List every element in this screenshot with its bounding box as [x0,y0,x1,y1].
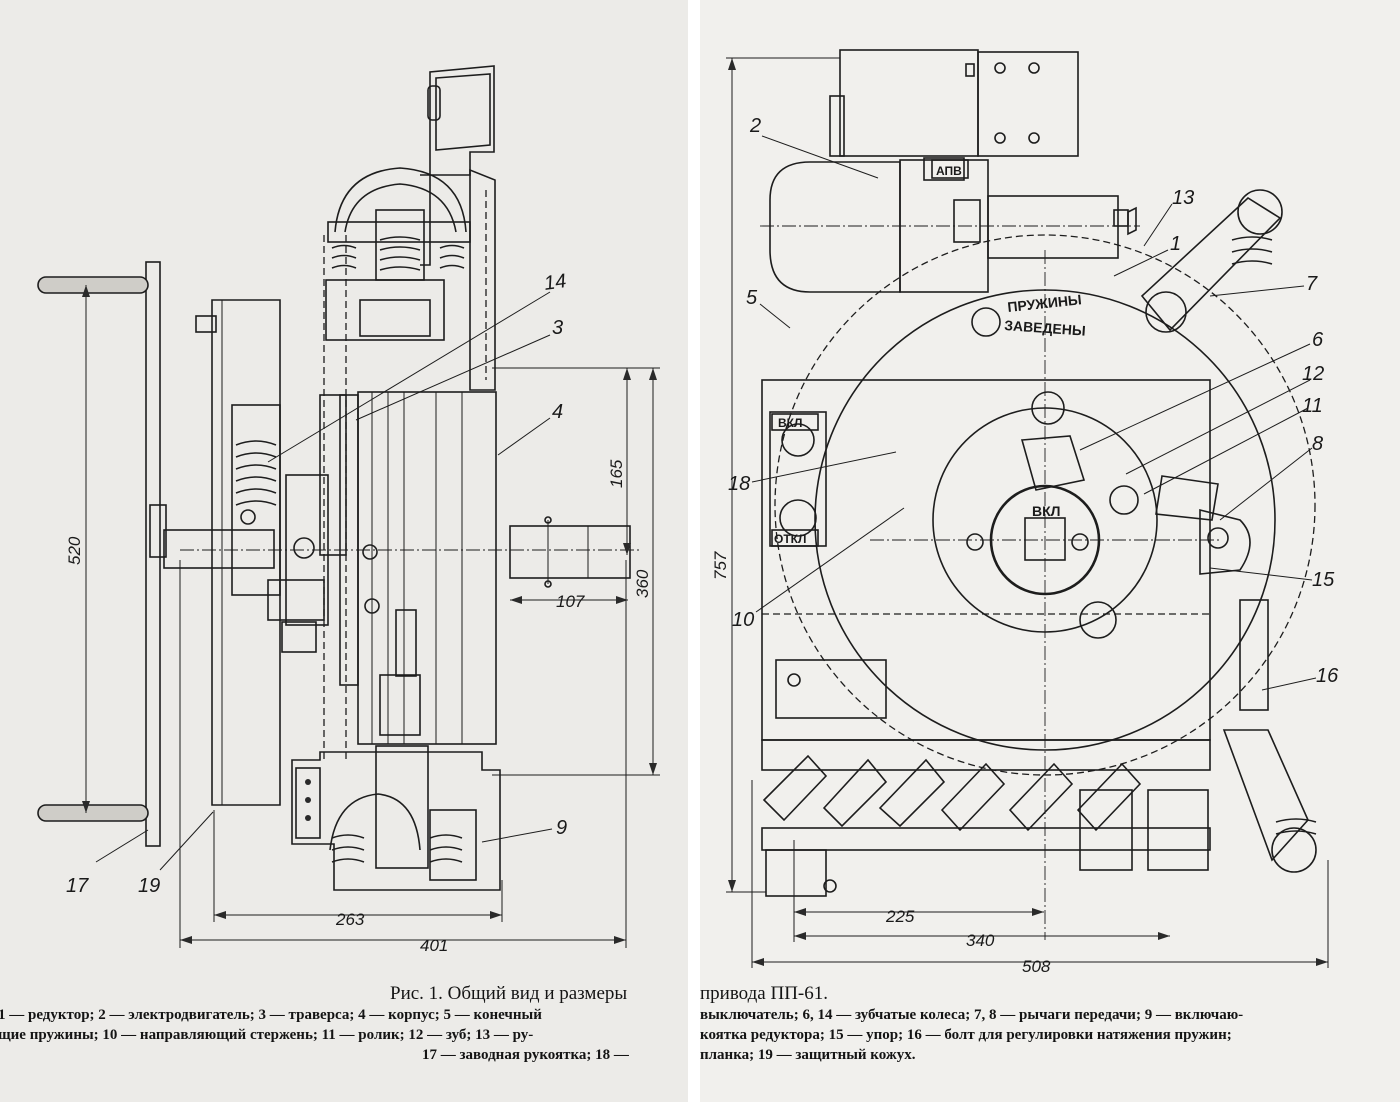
dimension-lines-left [82,285,660,948]
caption-right-line-3: планка; 19 — защитный кожух. [700,1047,916,1063]
side-view-drawing: 14 3 4 9 17 19 520 165 360 107 263 401 [37,65,660,955]
dimension-757: 757 [711,551,730,580]
gear-mechanism [267,394,421,736]
dimension-508: 508 [1022,957,1051,976]
caption-left-line-3: 17 — заводная рукоятка; 18 — [422,1047,629,1063]
main-wheel [774,234,1316,940]
leader-lines-right [751,135,1317,691]
traverse-dome-3 [325,167,471,341]
callout-6: 6 [1312,329,1324,351]
dimension-263: 263 [335,910,365,929]
top-box [420,65,496,391]
regulation-bolt-16 [1222,599,1317,873]
callout-17: 17 [66,875,89,897]
dimension-225: 225 [885,907,915,926]
page-gutter [688,0,700,1102]
bottom-springs [761,754,1211,897]
levers-7 [1020,189,1283,575]
springs-wound-label-2: ЗАВЕДЕНЫ [1004,317,1086,339]
output-shaft [509,516,631,588]
dimension-520: 520 [65,536,84,565]
dimension-lines-right [726,57,1329,968]
callout-19: 19 [138,875,160,897]
dimension-107: 107 [556,592,585,611]
vkl-label-center: ВКЛ [1032,503,1060,519]
callout-9: 9 [556,817,567,839]
springs-wound-label-1: ПРУЖИНЫ [1007,291,1083,315]
callout-4: 4 [552,401,563,423]
dimension-340: 340 [966,931,995,950]
leader-lines-left [95,291,553,871]
callout-7: 7 [1306,273,1318,295]
bottom-unit-9 [291,745,501,891]
caption-left-line-1: 1 — редуктор; 2 — электродвигатель; 3 — … [0,1007,542,1023]
callout-5: 5 [746,287,758,309]
label-plates [771,159,969,547]
callout-16: 16 [1316,665,1339,687]
callout-3: 3 [552,317,563,339]
dimension-165: 165 [607,459,626,488]
front-view-drawing: АПВ ПРУЖИНЫ ЗАВЕДЕНЫ ВКЛ ОТКЛ ВКЛ [711,49,1339,976]
callout-15: 15 [1312,569,1335,591]
callout-2: 2 [749,115,761,137]
protective-cover-19 [195,299,281,806]
apv-label: АПВ [936,164,962,178]
axle-spring [231,404,281,596]
otkl-label: ОТКЛ [774,532,806,546]
figure-title: Рис. 1. Общий вид и размеры [390,983,628,1004]
housing-4 [180,235,640,760]
callout-11: 11 [1302,395,1323,417]
caption-left-line-2: щие пружины; 10 — направляющий стержень;… [0,1027,534,1043]
callout-1: 1 [1170,233,1181,255]
vkl-label-top: ВКЛ [778,416,802,430]
right-page: АПВ ПРУЖИНЫ ЗАВЕДЕНЫ ВКЛ ОТКЛ ВКЛ [700,0,1400,1102]
callout-12: 12 [1302,363,1324,385]
callout-10: 10 [732,609,754,631]
callout-18: 18 [728,473,750,495]
callout-14: 14 [543,270,568,295]
motor-box-top [829,49,1079,157]
winding-handle-17 [37,261,275,847]
dimension-360: 360 [633,569,652,598]
caption-right-line-1: выключатель; 6, 14 — зубчатые колеса; 7,… [700,1007,1244,1023]
callout-13: 13 [1172,187,1194,209]
caption-right-line-2: коятка редуктора; 15 — упор; 16 — болт д… [700,1027,1232,1043]
callout-8: 8 [1312,433,1323,455]
figure-title-continued: привода ПП-61. [700,983,828,1004]
left-page: 14 3 4 9 17 19 520 165 360 107 263 401 Р… [0,0,688,1102]
dimension-401: 401 [420,936,448,955]
